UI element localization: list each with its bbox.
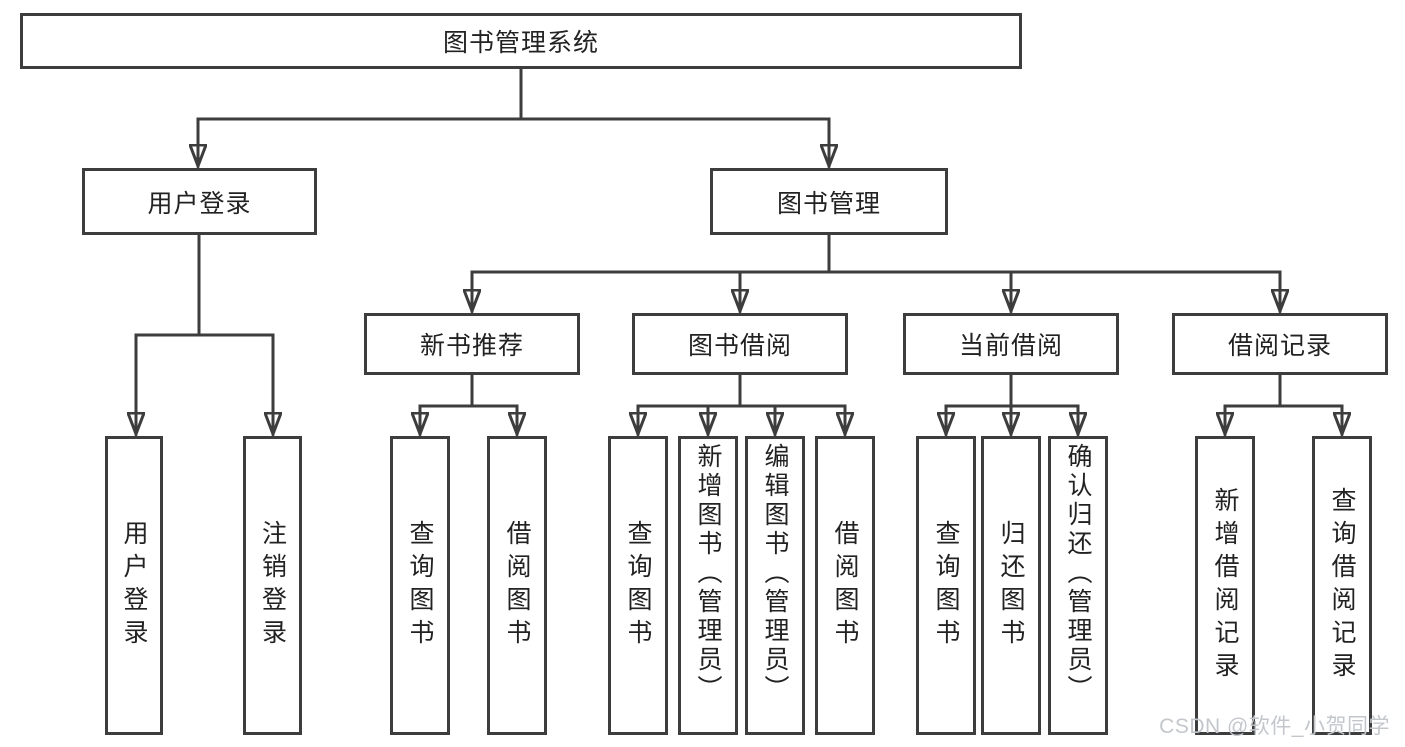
leaf-recommend-borrow-books: 借阅图书 [487, 436, 547, 735]
edge-book-borrow-to-leaves [638, 373, 845, 434]
edge-borrow-records-to-leaves [1225, 373, 1342, 434]
node-book-borrow: 图书借阅 [632, 313, 848, 375]
node-new-book-recommend: 新书推荐 [364, 313, 580, 375]
edge-book-management-to-level3 [472, 233, 1280, 311]
leaf-borrow-query-books: 查询图书 [608, 436, 668, 735]
leaf-current-confirm-return-admin: 确认归还（管理员） [1048, 436, 1108, 735]
edge-new-book-recommend-to-leaves [420, 373, 517, 434]
leaf-logout: 注销登录 [243, 436, 302, 735]
edge-current-borrow-to-leaves [946, 373, 1078, 434]
leaf-records-query-record: 查询借阅记录 [1312, 436, 1372, 735]
leaf-borrow-borrow-books: 借阅图书 [815, 436, 875, 735]
node-borrow-records: 借阅记录 [1172, 313, 1388, 375]
leaf-records-add-record: 新增借阅记录 [1195, 436, 1255, 735]
leaf-borrow-edit-books-admin: 编辑图书（管理员） [745, 436, 805, 735]
node-book-management: 图书管理 [710, 168, 948, 235]
node-library-system: 图书管理系统 [20, 13, 1022, 69]
leaf-current-query-books: 查询图书 [916, 436, 976, 735]
edge-root-to-level2 [198, 67, 829, 166]
node-current-borrow: 当前借阅 [903, 313, 1119, 375]
edge-user-login-to-leaves [136, 233, 273, 434]
leaf-borrow-add-books-admin: 新增图书（管理员） [678, 436, 738, 735]
leaf-current-return-books: 归还图书 [981, 436, 1041, 735]
leaf-user-login: 用户登录 [105, 436, 163, 735]
csdn-watermark: CSDN @软件_小贺同学 [1159, 715, 1390, 738]
leaf-recommend-query-books: 查询图书 [390, 436, 450, 735]
node-user-login: 用户登录 [82, 168, 317, 235]
